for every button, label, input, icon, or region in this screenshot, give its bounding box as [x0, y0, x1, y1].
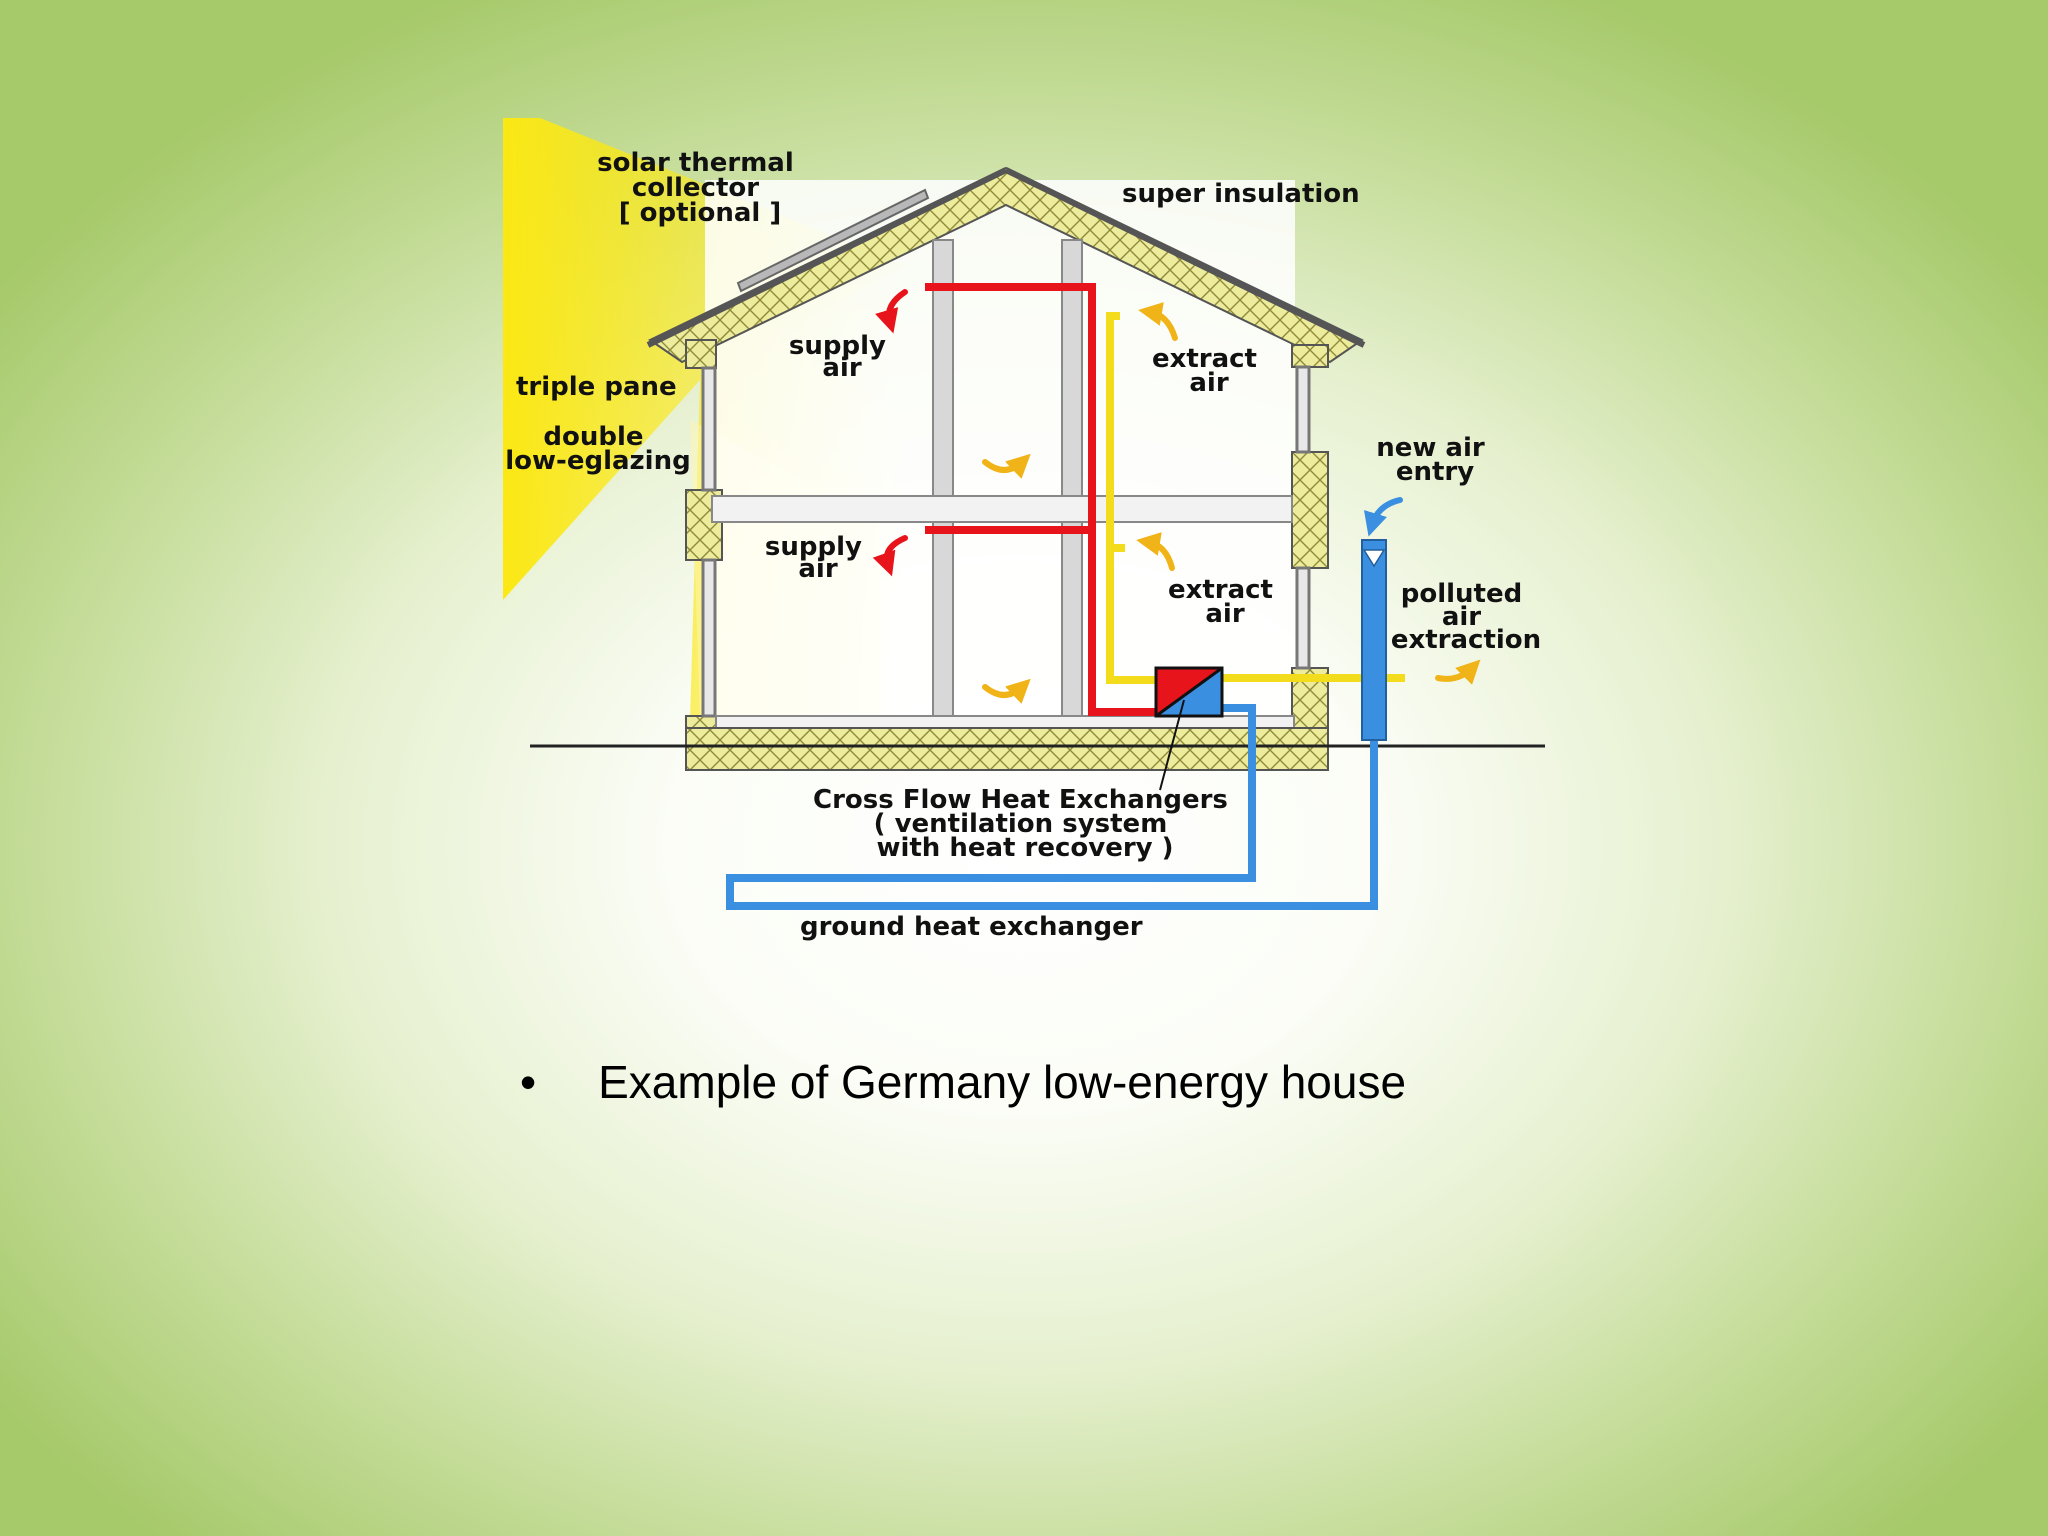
label-extract-air-lower: extract air	[1168, 575, 1282, 629]
label-ground-heat-exchanger: ground heat exchanger	[800, 912, 1143, 942]
roof-insulation	[648, 166, 1364, 364]
airflow-arrows	[872, 289, 1481, 704]
label-polluted-air: polluted air extraction	[1391, 579, 1541, 655]
right-wall-insulation-upper	[1291, 344, 1329, 368]
supply-air-arrow-upper	[875, 289, 908, 334]
caption-text: Example of Germany low-energy house	[598, 1056, 1407, 1108]
ground-heat-exchanger-pipe	[726, 704, 1378, 910]
fresh-air-intake-column	[1361, 539, 1387, 741]
label-supply-air-upper: supply air	[789, 331, 895, 383]
bullet-marker: •	[520, 1056, 537, 1108]
room-flow-arrow-lower	[982, 678, 1031, 704]
label-supply-air-lower: supply air	[765, 532, 871, 584]
extract-air-arrow-upper	[1138, 302, 1178, 341]
heat-exchanger-pointer	[1159, 699, 1185, 791]
heat-exchanger-box	[1154, 666, 1224, 718]
new-air-entry-arrow	[1363, 497, 1403, 537]
windows	[701, 365, 1311, 718]
intake-triangle	[1362, 549, 1386, 568]
ground-floor-slab	[715, 715, 1295, 729]
solar-collector	[736, 188, 930, 293]
label-new-air-entry: new air entry	[1376, 433, 1494, 487]
label-double-glazing: double low-eglazing	[505, 422, 690, 476]
supply-air-duct	[925, 283, 1160, 716]
supply-air-arrow-lower	[872, 535, 908, 577]
caption-bullet: • Example of Germany low-energy house	[520, 1055, 1406, 1109]
foundation-insulation	[685, 727, 1329, 771]
right-wall-insulation-mid	[1291, 451, 1329, 569]
polluted-air-arrow	[1435, 659, 1481, 685]
label-heat-exchanger: Cross Flow Heat Exchangers ( ventilation…	[813, 785, 1237, 863]
label-solar-collector: solar thermal collector [ optional ]	[597, 148, 803, 228]
room-flow-arrow-upper	[982, 453, 1031, 479]
label-triple-pane: triple pane	[516, 372, 677, 402]
label-extract-air-upper: extract air	[1152, 344, 1266, 398]
extract-air-arrow-lower	[1136, 532, 1175, 571]
left-wall-insulation-upper	[685, 339, 717, 369]
interior-columns	[932, 239, 1083, 717]
upper-floor-slab	[711, 495, 1293, 523]
label-super-insulation: super insulation	[1122, 179, 1360, 209]
